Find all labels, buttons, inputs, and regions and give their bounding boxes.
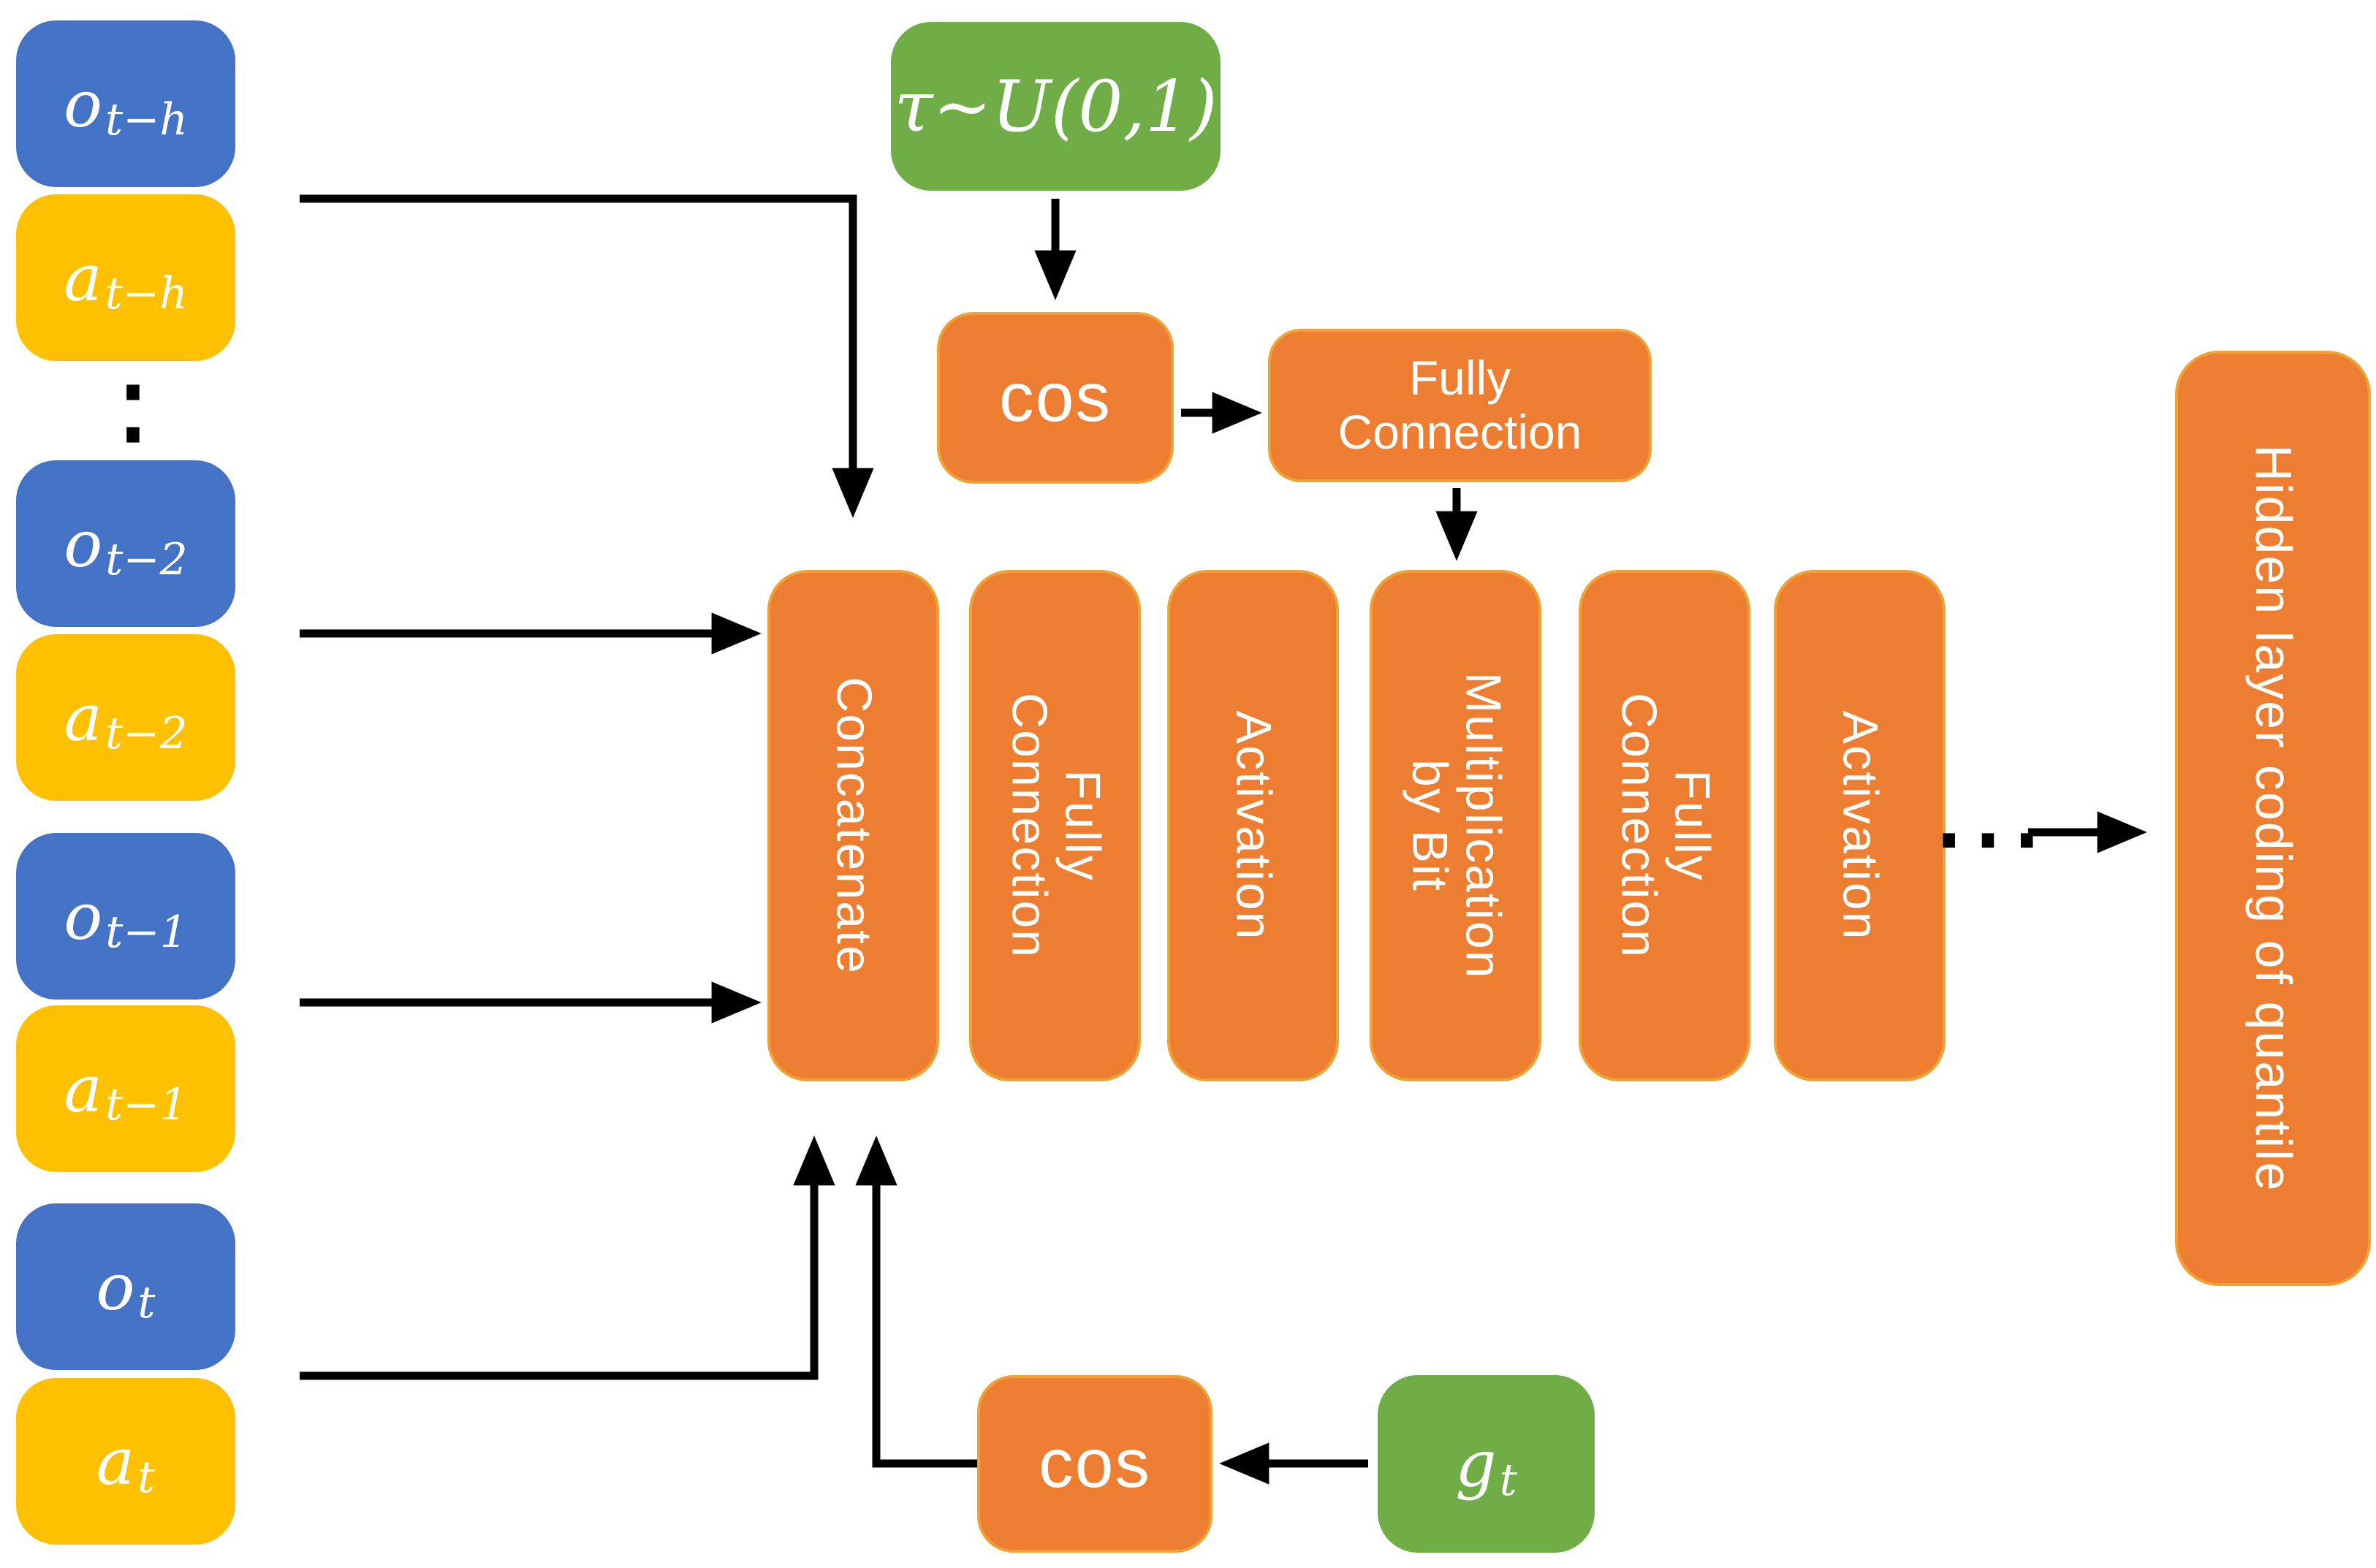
action-sub: t−2 <box>105 708 188 759</box>
obs-sub: t <box>137 1277 156 1328</box>
action-sub: t <box>137 1452 156 1503</box>
layer-box-fully-connection-2: Fully Connection <box>1579 570 1750 1081</box>
obs-sub: t−h <box>105 94 188 145</box>
goal-sub: t <box>1499 1454 1517 1506</box>
layer-label: Multiplication by Bit <box>1401 671 1511 980</box>
cos-box-bottom: cos <box>977 1375 1212 1553</box>
layer-box-multiplication-by-bit: Multiplication by Bit <box>1370 570 1541 1081</box>
layer-box-activation-2: Activation <box>1774 570 1946 1081</box>
action-label: a <box>64 680 102 756</box>
layer-box-activation-1: Activation <box>1167 570 1339 1081</box>
output-label: Hidden layer coding of quantile <box>2244 444 2302 1192</box>
obs-label: o <box>64 506 103 582</box>
fully-connection-box-top: Fully Connection <box>1268 329 1652 482</box>
cos-box-top: cos <box>937 312 1174 484</box>
obs-sub: t−2 <box>105 534 188 585</box>
horizontal-ellipsis: ⋯ <box>1929 768 2046 905</box>
tau-sample-box: τ~U(0,1) <box>891 22 1221 191</box>
layer-label: Fully Connection <box>1001 692 1110 959</box>
obs-label: o <box>96 1249 135 1325</box>
layer-label: Fully Connection <box>1610 692 1720 959</box>
action-label: a <box>64 1051 102 1127</box>
obs-label: o <box>64 878 103 954</box>
layer-box-fully-connection-1: Fully Connection <box>969 570 1141 1081</box>
action-label: a <box>64 240 102 316</box>
arrow-ot-pair-to-concatenate-bottom <box>300 1135 835 1380</box>
action-label: a <box>96 1423 135 1499</box>
layer-label: Activation <box>1226 710 1282 941</box>
arrow-goal-cos-to-concatenate-bottom <box>855 1135 983 1468</box>
action-sub: t−h <box>105 268 188 319</box>
output-box-hidden-layer-coding: Hidden layer coding of quantile <box>2175 351 2371 1286</box>
obs-sub: t−1 <box>105 907 188 958</box>
action-sub: t−1 <box>105 1079 188 1130</box>
layer-label: Concatenate <box>826 677 882 975</box>
layer-box-concatenate: Concatenate <box>767 570 939 1081</box>
obs-label: o <box>63 66 102 142</box>
layer-label: Activation <box>1832 710 1889 941</box>
arrow-oth-pair-to-concatenate-top <box>300 194 874 518</box>
goal-label: g <box>1455 1426 1497 1502</box>
